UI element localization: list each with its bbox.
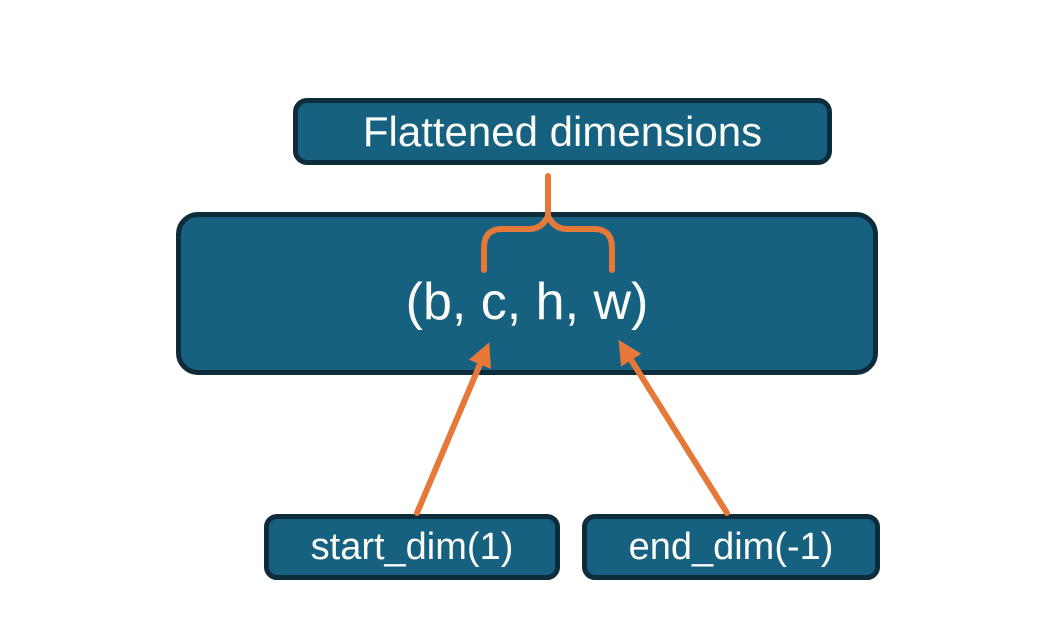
start-dim-label: start_dim(1) (310, 526, 514, 568)
node-flattened-dimensions: Flattened dimensions (293, 98, 832, 165)
node-start-dim: start_dim(1) (264, 514, 560, 580)
node-end-dim: end_dim(-1) (582, 514, 880, 580)
tensor-shape-label: (b, c, h, w) (405, 272, 649, 331)
node-tensor-shape: (b, c, h, w) (176, 212, 878, 375)
flattened-dimensions-label: Flattened dimensions (362, 107, 763, 155)
end-dim-label: end_dim(-1) (628, 526, 834, 568)
